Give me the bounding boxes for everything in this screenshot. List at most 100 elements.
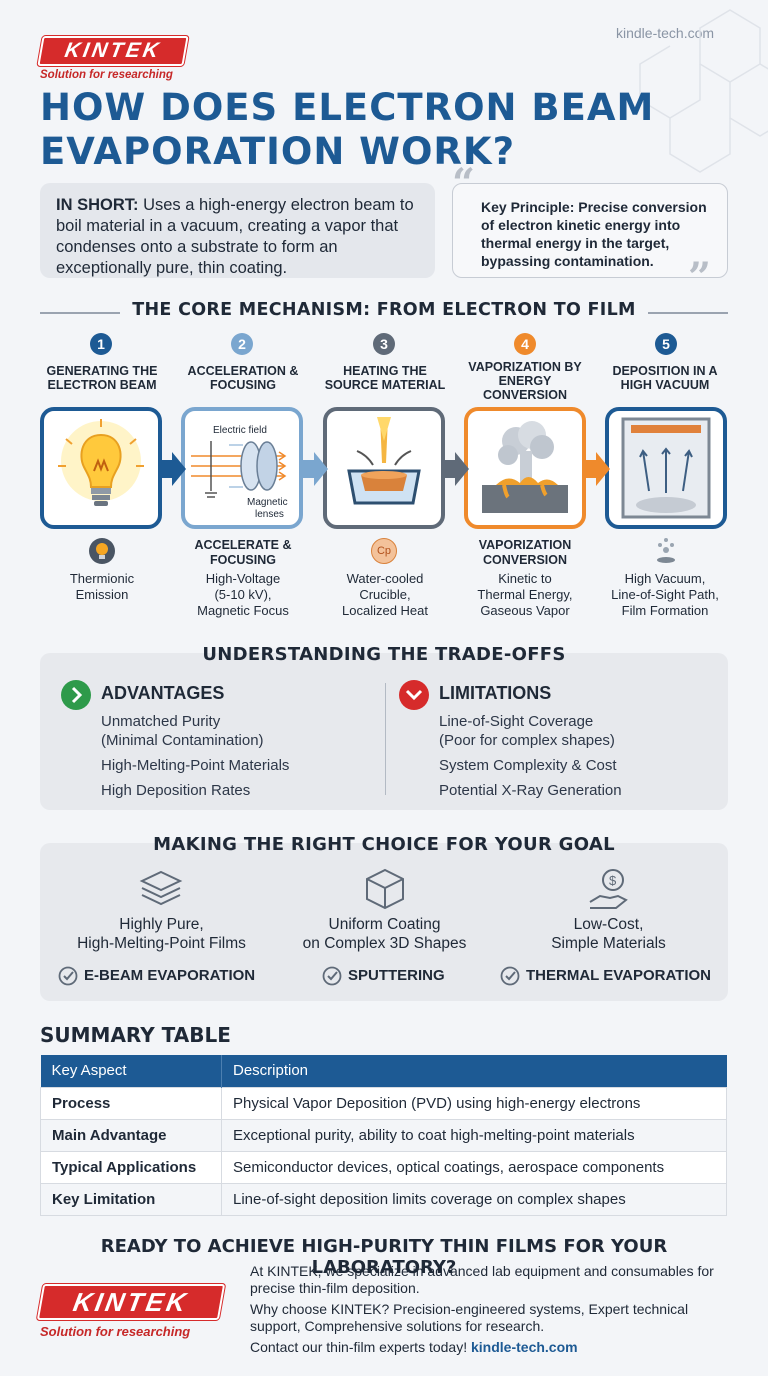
footer-logo-tagline: Solution for researching [40, 1324, 191, 1339]
step-1-illustration [40, 407, 162, 529]
vapor-cloud-icon [482, 421, 568, 513]
check-icon-3 [500, 966, 520, 986]
step-2-illustration: Electric field Magnetic lenses [181, 407, 303, 529]
magnetic-label: Magnetic [247, 497, 288, 508]
logo-wordmark: KINTEK [37, 36, 189, 66]
section-divider-right [648, 312, 728, 314]
step-5-illustration [605, 407, 727, 529]
step-3-title: HEATING THE SOURCE MATERIAL [324, 364, 446, 392]
in-short-box: IN SHORT: Uses a high-energy electron be… [40, 183, 435, 278]
goal-3-label: Low-Cost, Simple Materials [551, 916, 666, 952]
field-lens-diagram [191, 441, 287, 498]
vapor-particles-icon [657, 538, 675, 563]
advantages-title: ADVANTAGES [101, 683, 225, 703]
footer-kintek-logo[interactable]: KINTEK Solution for researching [36, 1284, 226, 1339]
header-key-aspect: Key Aspect [40, 1055, 222, 1087]
check-circle-icon [61, 680, 91, 710]
arrow-right-icon-3 [443, 452, 469, 486]
open-quote-icon: “ [452, 160, 476, 207]
step-2-title: ACCELERATION & FOCUSING [187, 364, 299, 392]
footer-paragraph-1: At KINTEK, we specialize in advanced lab… [250, 1263, 714, 1296]
step-5-number: 5 [655, 333, 677, 355]
summary-table: Key Aspect Description Process Physical … [40, 1055, 727, 1216]
kintek-logo[interactable]: KINTEK Solution for researching [37, 36, 189, 81]
table-row: Main Advantage Exceptional purity, abili… [40, 1118, 727, 1152]
step-1-title: GENERATING THE ELECTRON BEAM [46, 364, 158, 392]
step-2-description: High-Voltage (5-10 kV), Magnetic Focus [197, 571, 289, 618]
goal-3-technique: THERMAL EVAPORATION [526, 967, 712, 984]
money-hand-icon: $ [589, 869, 628, 909]
arrow-right-icon-1 [160, 452, 186, 486]
step-5-description: High Vacuum, Line-of-Sight Path, Film Fo… [611, 571, 719, 618]
list-item: (Minimal Contamination) [101, 732, 264, 749]
list-item: Unmatched Purity [101, 713, 221, 730]
step-1-description: Thermionic Emission [69, 571, 135, 602]
step-5-title: DEPOSITION IN A HIGH VACUUM [612, 364, 718, 392]
list-item: High-Melting-Point Materials [101, 757, 290, 774]
check-icon-2 [322, 966, 342, 986]
step-4-number: 4 [514, 333, 536, 355]
close-quote-icon: ” [688, 254, 712, 301]
footer-paragraph-2: Why choose KINTEK? Precision-engineered … [250, 1301, 689, 1334]
arrow-right-icon-2 [302, 452, 328, 486]
goal-1-technique: E-BEAM EVAPORATION [84, 967, 256, 984]
key-principle-text: Key Principle: Precise conversion of ele… [481, 199, 707, 269]
list-item: Line-of-Sight Coverage [439, 713, 594, 730]
step-2-number: 2 [231, 333, 253, 355]
key-principle-box: Key Principle: Precise conversion of ele… [452, 183, 728, 278]
step-1-number: 1 [90, 333, 112, 355]
goals-title: MAKING THE RIGHT CHOICE FOR YOUR GOAL [153, 834, 615, 855]
footer-contact: Contact our thin-film experts today! kin… [250, 1339, 578, 1355]
header-description: Description [221, 1055, 727, 1087]
in-short-label: IN SHORT: [56, 196, 139, 214]
tradeoffs-divider [385, 683, 386, 795]
lightbulb-icon [58, 419, 144, 506]
table-row: Key Limitation Line-of-sight deposition … [40, 1182, 727, 1216]
lenses-label: lenses [255, 509, 284, 520]
advantages-list: Unmatched Purity (Minimal Contamination)… [101, 712, 289, 800]
site-url[interactable]: kindle-tech.com [616, 25, 715, 41]
layers-icon [139, 870, 183, 906]
section-divider-left [40, 312, 120, 314]
mechanism-title: THE CORE MECHANISM: FROM ELECTRON TO FIL… [132, 300, 636, 320]
limitations-title: LIMITATIONS [439, 683, 552, 703]
thermionic-bulb-icon [89, 538, 115, 564]
footer-logo-wordmark: KINTEK [36, 1284, 226, 1320]
crucible-cp-icon: Cp [371, 538, 397, 564]
list-item: Potential X-Ray Generation [439, 782, 622, 799]
arrow-right-icon-4 [584, 452, 610, 486]
step-2-subhead: ACCELERATE & FOCUSING [194, 538, 292, 567]
logo-tagline: Solution for researching [40, 69, 173, 81]
list-item: System Complexity & Cost [439, 757, 617, 774]
hex-pattern-decoration [639, 9, 768, 173]
electric-field-label: Electric field [213, 425, 267, 436]
step-4-subhead: VAPORIZATION CONVERSION [478, 538, 572, 567]
list-item: High Deposition Rates [101, 782, 251, 799]
step-4-title: VAPORIZATION BY ENERGY CONVERSION [468, 360, 582, 402]
x-circle-icon [399, 680, 429, 710]
title-line-2: EVAPORATION WORK? [40, 130, 516, 173]
in-short-text: Uses a high-energy electron beam to boil… [56, 196, 414, 277]
goal-2-technique: SPUTTERING [348, 967, 445, 984]
step-3-number: 3 [373, 333, 395, 355]
step-3-description: Water-cooled Crucible, Localized Heat [342, 571, 428, 618]
step-4-description: Kinetic to Thermal Energy, Gaseous Vapor [477, 571, 573, 618]
cta-heading: READY TO ACHIEVE HIGH-PURITY THIN FILMS … [100, 1236, 668, 1278]
table-row: Process Physical Vapor Deposition (PVD) … [40, 1086, 727, 1120]
table-header-row: Key Aspect Description [40, 1055, 727, 1087]
tradeoffs-panel [40, 653, 728, 810]
crucible-heating-icon [347, 417, 421, 505]
vacuum-chamber-icon [621, 417, 711, 519]
table-row: Typical Applications Semiconductor devic… [40, 1150, 727, 1184]
check-icon-1 [58, 966, 78, 986]
step-3-illustration [323, 407, 445, 529]
svg-text:$: $ [609, 873, 617, 888]
contact-link[interactable]: kindle-tech.com [471, 1339, 578, 1355]
goal-2-label: Uniform Coating on Complex 3D Shapes [302, 916, 467, 952]
list-item: (Poor for complex shapes) [439, 732, 615, 749]
summary-table-title: SUMMARY TABLE [40, 1023, 231, 1047]
tradeoffs-title: UNDERSTANDING THE TRADE-OFFS [202, 644, 566, 665]
goal-1-label: Highly Pure, High-Melting-Point Films [77, 916, 246, 952]
footer-text: At KINTEK, we specialize in advanced lab… [250, 1263, 730, 1356]
title-line-1: HOW DOES ELECTRON BEAM [40, 86, 655, 129]
